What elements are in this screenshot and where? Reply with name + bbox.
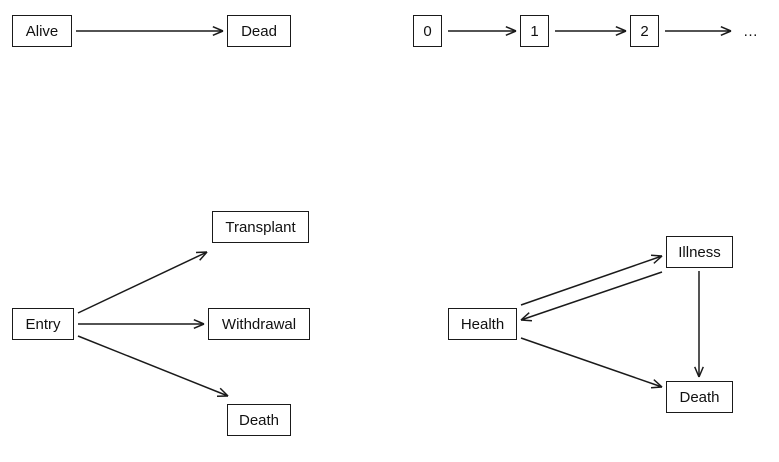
edge-alive-to-dead [76, 26, 224, 36]
node-health[interactable]: Health [448, 308, 517, 340]
node-label-withdrawal: Withdrawal [221, 315, 297, 333]
node-state-1[interactable]: 1 [520, 15, 549, 47]
node-label-alive: Alive [25, 22, 59, 40]
node-label-entry: Entry [25, 315, 61, 333]
node-withdrawal[interactable]: Withdrawal [208, 308, 310, 340]
node-label-state-1: 1 [530, 22, 539, 40]
node-label-transplant: Transplant [225, 218, 296, 236]
node-death-right[interactable]: Death [666, 381, 733, 413]
edge-entry-to-withdrawal [78, 319, 205, 329]
node-state-0[interactable]: 0 [413, 15, 442, 47]
node-entry[interactable]: Entry [12, 308, 74, 340]
ellipsis-chain-ellipsis: … [743, 23, 759, 40]
edge-entry-to-transplant [77, 251, 208, 314]
node-illness[interactable]: Illness [666, 236, 733, 268]
edge-illness-to-health [520, 271, 663, 322]
edge-entry-to-death-left [77, 335, 229, 397]
edge-state-0-to-state-1 [448, 26, 517, 36]
edge-health-to-death-right [520, 337, 663, 389]
node-label-health: Health [460, 315, 505, 333]
node-state-2[interactable]: 2 [630, 15, 659, 47]
edge-state-1-to-state-2 [555, 26, 627, 36]
node-transplant[interactable]: Transplant [212, 211, 309, 243]
node-label-dead: Dead [241, 22, 277, 40]
node-label-state-2: 2 [640, 22, 649, 40]
node-label-state-0: 0 [423, 22, 432, 40]
edge-health-to-illness [520, 254, 663, 306]
node-label-death-left: Death [238, 411, 280, 429]
node-death-left[interactable]: Death [227, 404, 291, 436]
node-dead[interactable]: Dead [227, 15, 291, 47]
edge-illness-to-death-right [694, 271, 704, 378]
node-alive[interactable]: Alive [12, 15, 72, 47]
node-label-illness: Illness [678, 243, 721, 261]
node-label-death-right: Death [679, 388, 720, 406]
edge-state-2-to-ellipsis [665, 26, 732, 36]
